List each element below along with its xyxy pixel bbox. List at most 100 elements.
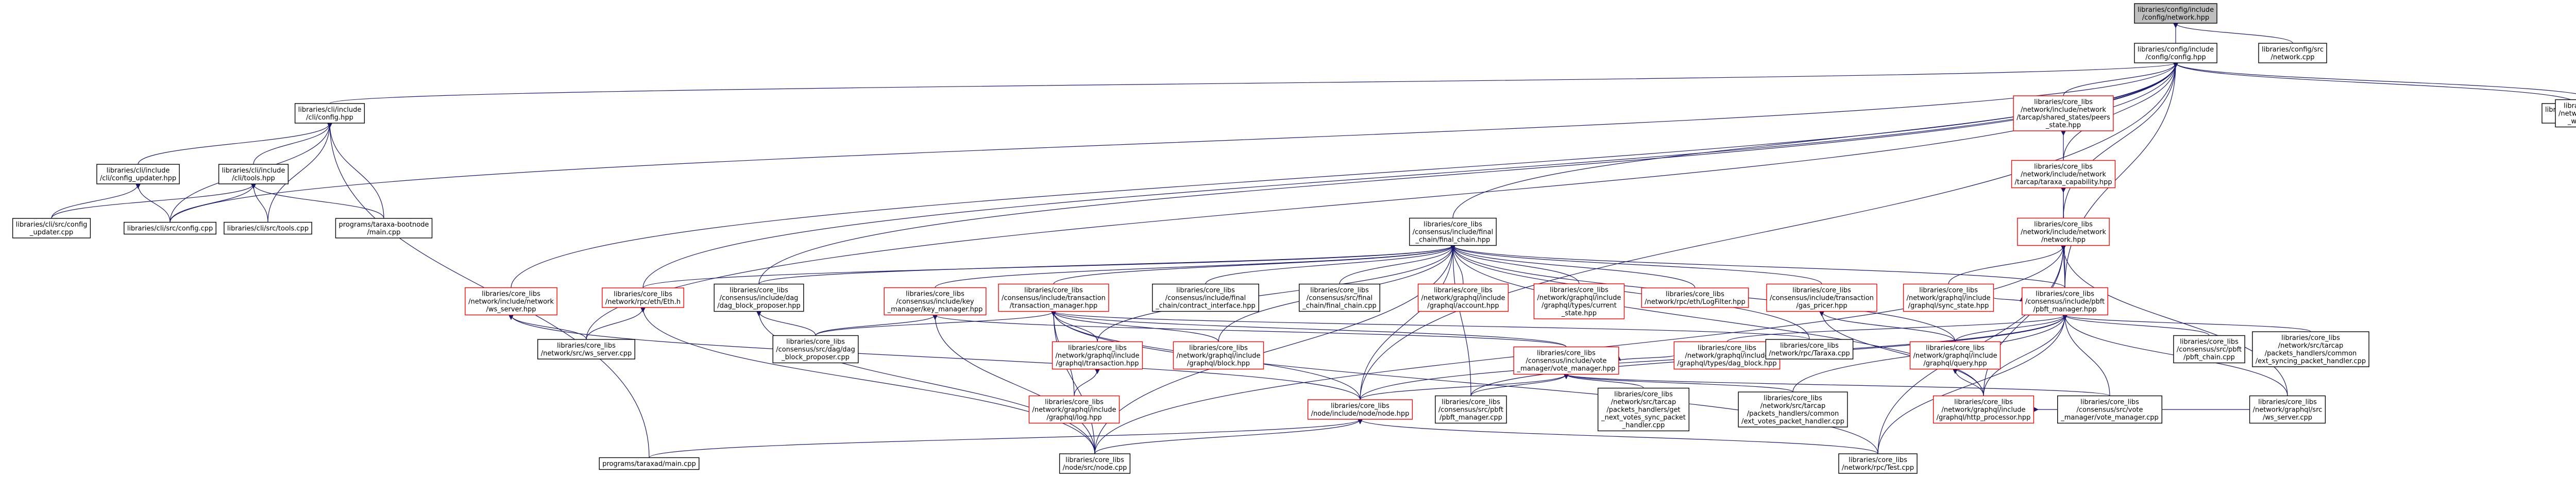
graph-node: libraries/config/include/config/network.…	[2134, 3, 2217, 24]
graph-node-label: /pbft_manager.hpp	[2033, 306, 2097, 314]
graph-node[interactable]: libraries/core_libs/consensus/include/tr…	[998, 283, 1109, 312]
graph-node[interactable]: libraries/core_libs/network/graphql/incl…	[1933, 395, 2035, 424]
graph-edge	[51, 183, 256, 219]
graph-node[interactable]: libraries/core_libs/network/rpc/eth/Eth.…	[602, 287, 684, 308]
graph-node-box	[1059, 453, 1131, 474]
graph-edge-line	[758, 245, 1455, 284]
graph-node-box	[1435, 395, 1507, 424]
graph-node[interactable]: libraries/core_libs/network/graphql/incl…	[1052, 341, 1143, 370]
graph-edge	[1358, 419, 1878, 454]
graph-node[interactable]: libraries/core_libs/network/rpc/eth/LogF…	[1641, 287, 1749, 308]
graph-node-label: /network/graphql/include	[1913, 352, 1997, 360]
graph-node[interactable]: libraries/core_libs/network/graphql/incl…	[1903, 283, 1994, 312]
graph-node-box	[224, 221, 312, 235]
graph-node-label: libraries/core_libs	[1666, 291, 1724, 298]
graph-node[interactable]: libraries/core_libs/network/include/netw…	[465, 287, 557, 316]
graph-node[interactable]: libraries/cli/src/tools.cpp	[224, 221, 312, 235]
graph-edge-line	[2062, 315, 2110, 396]
graph-node[interactable]: libraries/core_libs/consensus/src/pbft/p…	[2173, 335, 2245, 364]
graph-node-label: libraries/core_libs	[1310, 287, 1369, 295]
graph-node-label: /ext_votes_packet_handler.cpp	[1741, 418, 1844, 425]
graph-node[interactable]: programs/taraxa-bootnode/main.cpp	[335, 218, 433, 238]
graph-node[interactable]: libraries/core_libs/consensus/include/fi…	[1152, 283, 1259, 312]
graph-node[interactable]: libraries/core_libs/consensus/include/ke…	[884, 287, 987, 316]
graph-node[interactable]: libraries/core_libs/consensus/include/vo…	[1513, 346, 1619, 375]
graph-edge	[1983, 245, 2066, 396]
graph-node-label: /graphql/http_processor.hpp	[1937, 414, 2031, 422]
graph-node[interactable]: libraries/cli/src/config.cpp	[124, 221, 216, 235]
graph-node[interactable]: libraries/core_libs/network/include/netw…	[2013, 95, 2114, 131]
graph-node-box	[537, 339, 635, 360]
graph-edge	[2063, 62, 2178, 96]
graph-node[interactable]: libraries/cli/include/cli/config_updater…	[96, 164, 180, 184]
graph-node-box	[1307, 399, 1413, 420]
graph-edge	[935, 245, 1455, 288]
graph-node[interactable]: libraries/core_libs/node/include/node/no…	[1307, 399, 1413, 420]
graph-node-label: libraries/core_libs	[2281, 334, 2340, 342]
graph-node[interactable]: libraries/core_libs/network/graphql/incl…	[1533, 283, 1625, 319]
graph-node[interactable]: libraries/core_libs/network/include/netw…	[2011, 160, 2116, 189]
graph-node-label: /graphql/block.hpp	[1187, 360, 1250, 368]
graph-node-label: /graphql/account.hpp	[1427, 302, 1499, 310]
graph-edge-line	[2063, 62, 2178, 161]
graph-edge-line	[1450, 245, 1471, 396]
graph-edge-line	[815, 311, 1056, 336]
graph-node[interactable]: libraries/core_libs/network/graphql/src/…	[2249, 395, 2326, 424]
graph-node[interactable]: libraries/core_libs/node/src/node.cpp	[1059, 453, 1131, 474]
graph-node[interactable]: programs/taraxad/main.cpp	[599, 457, 700, 470]
graph-node[interactable]: libraries/core_libs/network/graphql/incl…	[1173, 341, 1264, 370]
graph-node[interactable]: libraries/core_libs/network/rpc/jsonrpc_…	[2555, 99, 2576, 128]
graph-node-box	[1052, 341, 1143, 370]
graph-node[interactable]: libraries/core_libs/network/graphql/incl…	[1417, 283, 1509, 312]
graph-edge-line	[509, 315, 1361, 400]
graph-node[interactable]: libraries/core_libs/network/include/netw…	[2017, 217, 2110, 246]
graph-node[interactable]: libraries/core_libs/network/graphql/incl…	[1909, 341, 2001, 370]
graph-node-label: /dag_block_proposer.hpp	[717, 302, 801, 310]
graph-node[interactable]: libraries/core_libs/consensus/include/pb…	[2022, 287, 2108, 316]
graph-edge-line	[1993, 296, 2025, 302]
graph-edge	[2173, 62, 2576, 94]
graph-node[interactable]: libraries/core_libs/consensus/src/dag/da…	[772, 335, 859, 364]
graph-node[interactable]: libraries/core_libs/network/src/tarcap/p…	[2252, 331, 2369, 367]
graph-edge	[2173, 23, 2293, 44]
graph-node-label: libraries/cli/include	[107, 167, 170, 175]
graph-node[interactable]: libraries/core_libs/network/rpc/Taraxa.c…	[1765, 339, 1854, 360]
graph-node-box	[998, 283, 1109, 312]
graph-edge-line	[1564, 373, 2110, 397]
graph-node-label: /pbft_manager.cpp	[1439, 414, 1502, 422]
graph-node-label: /ext_syncing_packet_handler.cpp	[2256, 357, 2366, 365]
graph-node-label: /network.cpp	[2271, 54, 2315, 61]
graph-node-label: /node/src/node.cpp	[1063, 464, 1127, 472]
graph-edge	[1726, 314, 2067, 343]
graph-node-box	[1152, 283, 1259, 312]
graph-node[interactable]: libraries/core_libs/consensus/src/pbft/p…	[1435, 395, 1507, 424]
graph-node[interactable]: libraries/core_libs/network/graphql/incl…	[1028, 395, 1120, 424]
graph-node[interactable]: libraries/core_libs/consensus/include/da…	[714, 283, 804, 312]
graph-node[interactable]: libraries/core_libs/network/rpc/Test.cpp	[1838, 453, 1918, 474]
graph-node[interactable]: libraries/cli/src/config_updater.cpp	[12, 218, 91, 238]
graph-node[interactable]: libraries/core_libs/network/src/ws_serve…	[537, 339, 635, 360]
graph-node[interactable]: libraries/cli/include/cli/config.hpp	[294, 103, 365, 124]
graph-node-label: /consensus/src/dag/dag	[776, 346, 855, 354]
graph-node[interactable]: libraries/core_libs/consensus/src/final_…	[1299, 283, 1380, 312]
graph-node[interactable]: libraries/core_libs/network/graphql/incl…	[1673, 341, 1781, 370]
graph-node[interactable]: libraries/cli/include/cli/tools.hpp	[218, 164, 289, 184]
graph-node-label: /network/graphql/include	[1685, 352, 1769, 360]
graph-edge	[756, 311, 816, 336]
graph-node[interactable]: libraries/config/include/config/config.h…	[2134, 43, 2217, 63]
graph-node-label: libraries/core_libs	[1614, 391, 1673, 399]
graph-node[interactable]: libraries/core_libs/network/src/tarcap/p…	[1738, 391, 1848, 428]
graph-node-label: /cli/config_updater.hpp	[100, 175, 176, 182]
graph-node-box	[12, 218, 91, 238]
graph-node[interactable]: libraries/config/src/network.cpp	[2258, 43, 2327, 63]
graph-node-label: libraries/core_libs	[1537, 350, 1596, 357]
graph-node-label: /tarcap/taraxa_capability.hpp	[2014, 179, 2112, 186]
graph-node[interactable]: libraries/core_libs/consensus/src/vote_m…	[2057, 395, 2162, 424]
graph-node-label: /network/include/network	[2021, 106, 2106, 114]
graph-node-label: /config/network.hpp	[2142, 14, 2209, 22]
graph-node[interactable]: libraries/core_libs/consensus/include/fi…	[1409, 217, 1497, 246]
graph-node-label: /network.hpp	[2041, 236, 2086, 244]
graph-node[interactable]: libraries/core_libs/consensus/include/tr…	[1766, 283, 1877, 312]
graph-edge-line	[1360, 374, 1569, 400]
graph-node[interactable]: libraries/core_libs/network/src/tarcap/p…	[1597, 387, 1690, 432]
